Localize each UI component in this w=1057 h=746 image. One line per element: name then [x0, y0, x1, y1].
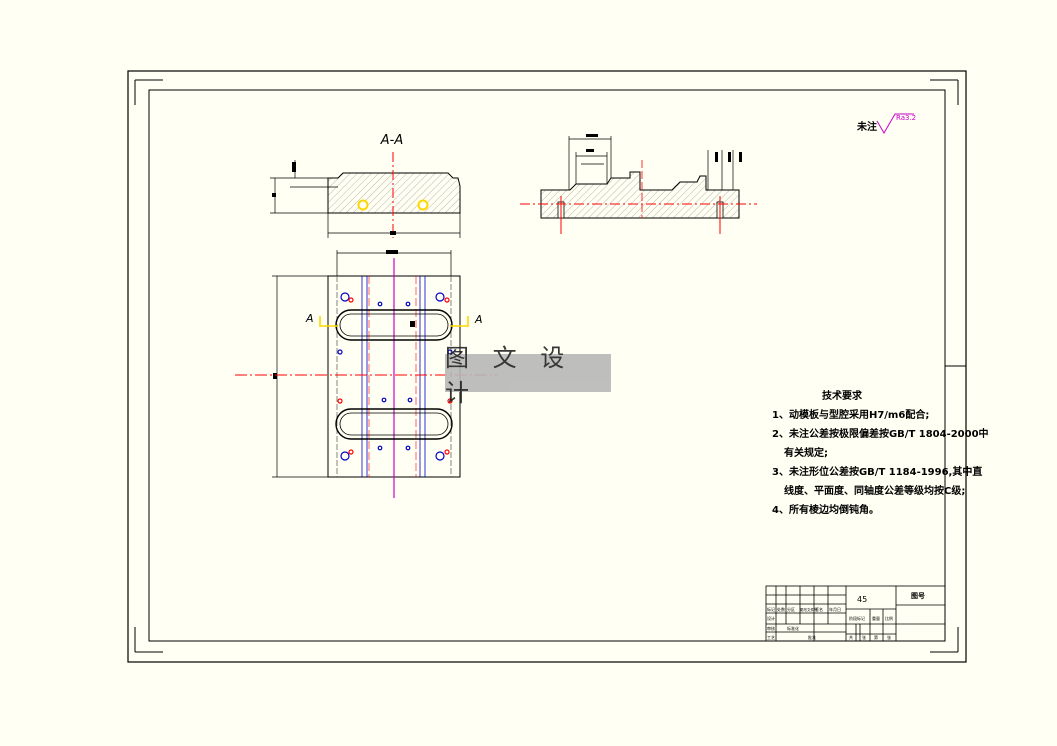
tech-requirements: 技术要求 1、动模板与型腔采用H7/m6配合; 2、未注公差按极限偏差按GB/T…: [772, 389, 989, 516]
title-block-label: 分区: [787, 606, 795, 612]
title-block-label: 工艺: [767, 635, 775, 640]
title-block-label: 签名: [815, 606, 823, 612]
cut-mark-right: A: [474, 313, 483, 326]
tech-requirements-title: 技术要求: [822, 389, 863, 402]
title-block-label: 审核: [767, 625, 775, 631]
drawing-number: 图号: [911, 591, 925, 600]
title-block-label: 比例: [885, 615, 893, 621]
section-label: A-A: [380, 133, 403, 148]
surface-note: 未注: [856, 120, 877, 133]
title-block-label: 标记: [767, 606, 775, 612]
tech-requirement-item: 3、未注形位公差按GB/T 1184-1996,其中直: [772, 465, 982, 478]
tech-requirement-item: 有关规定;: [784, 446, 828, 459]
tech-requirement-item: 2、未注公差按极限偏差按GB/T 1804-2000中: [772, 427, 989, 440]
title-block-text: 45 图号 标记 设计 审核 工艺 处数 分区 更改文件号 签名 年月日 阶段标…: [767, 591, 925, 640]
title-block-label: 张: [887, 634, 891, 640]
tech-requirement-item: 1、动模板与型腔采用H7/m6配合;: [772, 408, 929, 421]
tech-requirement-item: 4、所有棱边均倒钝角。: [772, 503, 879, 516]
title-block: [765, 585, 946, 642]
roughness-value: Ra3.2: [896, 114, 916, 122]
drawing-frame: [127, 70, 967, 663]
title-block-label: 更改文件号: [800, 607, 818, 612]
title-block-label: 设计: [767, 615, 775, 621]
section-view-aa: A-A: [270, 133, 461, 238]
material: 45: [857, 595, 867, 604]
title-block-label: 张: [862, 634, 866, 640]
surface-roughness-note: 未注 Ra3.2: [856, 113, 916, 134]
watermark-banner: 图 文 设 计: [445, 344, 611, 407]
title-block-label: 阶段标记: [849, 615, 865, 621]
title-block-label: 重量: [872, 615, 880, 621]
title-block-label: 批准: [808, 634, 816, 640]
title-block-label: 共: [849, 634, 853, 640]
cut-mark-left: A: [305, 312, 314, 325]
title-block-label: 第: [874, 634, 878, 640]
title-block-label: 年月日: [829, 606, 841, 612]
title-block-label: 处数: [777, 606, 785, 612]
side-section-view: [520, 134, 757, 234]
tech-requirement-item: 线度、平面度、同轴度公差等级均按C级;: [784, 484, 965, 497]
title-block-label: 标准化: [787, 625, 799, 631]
